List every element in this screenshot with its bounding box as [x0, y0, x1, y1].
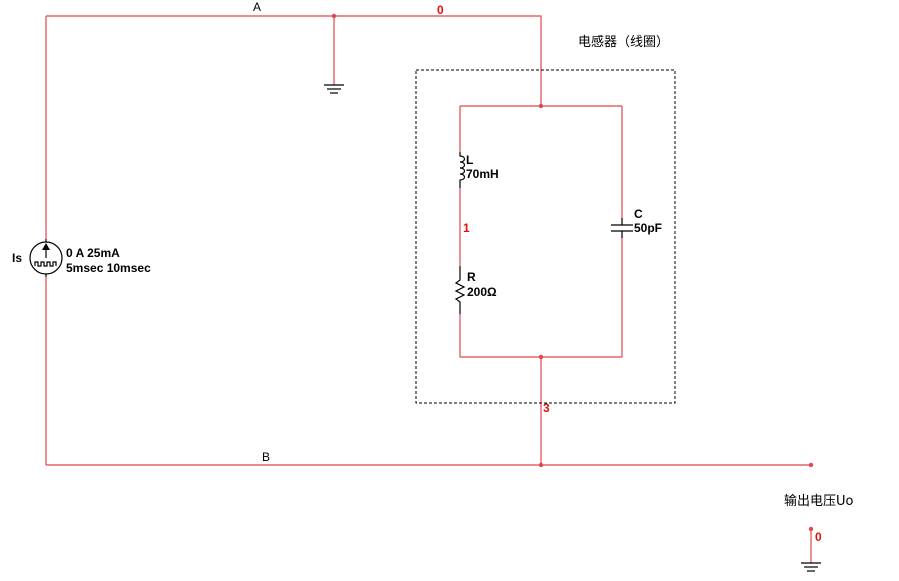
junction-bottom [538, 462, 544, 468]
junction-inner-bottom [538, 354, 544, 360]
inductor-group-label: 电感器（线圈） [578, 34, 669, 50]
capacitor-ref: C [634, 207, 643, 221]
junction-inner-top [538, 103, 544, 109]
source-param-line2: 5msec 10msec [66, 261, 151, 275]
net-label-b: B [262, 450, 270, 464]
node-label-bottom: 3 [543, 401, 550, 415]
resistor-ref: R [467, 270, 476, 284]
capacitor-icon [611, 218, 633, 238]
node-label-top: 0 [437, 3, 444, 17]
output-ground-icon [801, 562, 821, 572]
inductor-value: 70mH [466, 167, 499, 181]
wire-top [46, 15, 542, 106]
terminal-output-ground [808, 526, 814, 532]
inductor-ref: L [466, 153, 473, 167]
net-label-a: A [253, 0, 261, 14]
output-voltage-label: 输出电压Uo [784, 493, 854, 509]
inductor-icon [459, 152, 466, 188]
resistor-value: 200Ω [467, 285, 497, 299]
junction-top [331, 13, 337, 19]
capacitor-value: 50pF [634, 221, 662, 235]
source-param-line1: 0 A 25mA [66, 246, 120, 260]
inductor-model-box [415, 69, 676, 404]
current-source-icon [29, 239, 63, 277]
node-label-mid: 1 [463, 221, 470, 235]
node-label-output-ground: 0 [815, 530, 822, 544]
ground-icon [324, 84, 344, 94]
resistor-icon [454, 266, 466, 314]
terminal-output [808, 462, 814, 468]
source-ref: Is [12, 251, 22, 265]
